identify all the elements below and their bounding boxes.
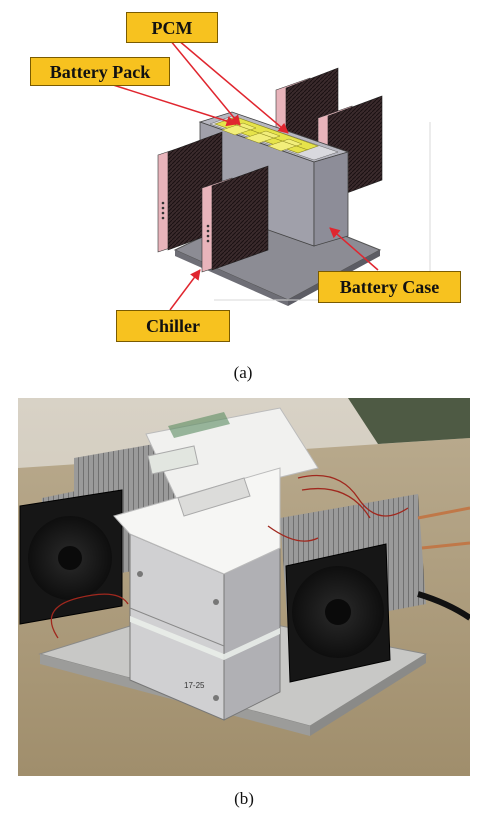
callout-arrows bbox=[109, 39, 379, 311]
chiller-arrow bbox=[169, 269, 201, 311]
background-object bbox=[348, 398, 470, 444]
battery-case-arrow bbox=[329, 227, 379, 271]
left-fan bbox=[19, 489, 123, 625]
white-strap bbox=[130, 616, 280, 660]
pcm-cells bbox=[214, 116, 319, 154]
caption-a: (a) bbox=[233, 363, 253, 382]
prototype-photo: 17-25 bbox=[18, 398, 470, 776]
aluminum-battery-case bbox=[129, 533, 281, 721]
white-top-cover bbox=[113, 407, 319, 575]
plate-marking: 17-25 bbox=[184, 681, 205, 690]
chiller-label: Chiller bbox=[116, 310, 230, 342]
power-cable bbox=[417, 591, 470, 621]
battery-case-label: Battery Case bbox=[318, 271, 461, 303]
sensor-wires bbox=[50, 474, 409, 639]
caption-b: (b) bbox=[234, 789, 254, 808]
chiller-front-right bbox=[201, 165, 269, 273]
right-fan bbox=[285, 543, 391, 683]
battery-pack-arrow bbox=[109, 83, 238, 127]
battery-pack-label: Battery Pack bbox=[30, 57, 170, 86]
pcm-arrow-2 bbox=[177, 39, 289, 134]
pcm-label: PCM bbox=[126, 12, 218, 43]
battery-module-schematic bbox=[109, 39, 431, 311]
pcm-arrow-1 bbox=[169, 39, 241, 126]
